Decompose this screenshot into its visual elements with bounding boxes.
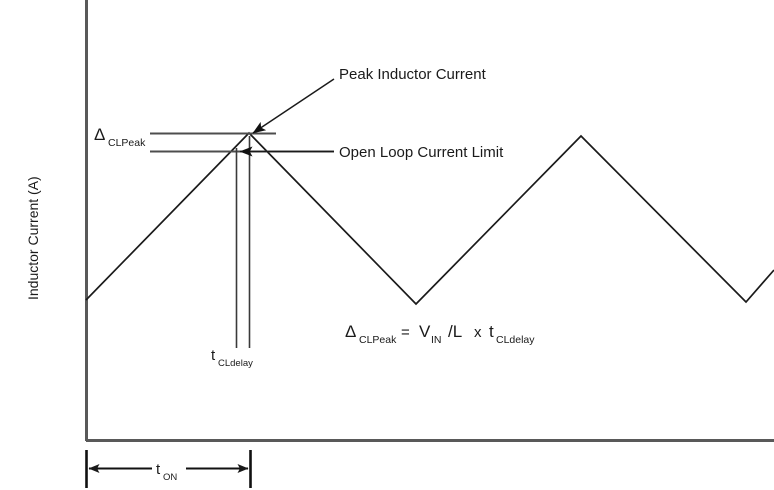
delta-clpeak-symbol: Δ (94, 125, 105, 144)
equation-over-l: /L (448, 322, 462, 341)
equation-times-sign: x (474, 324, 482, 341)
equation-delta-symbol: Δ (345, 322, 356, 341)
t-on-dimension: t ON (85, 450, 252, 488)
equation-equals-sign: = (401, 324, 410, 341)
t-on-symbol: t (156, 461, 161, 478)
plot-axes (85, 0, 774, 442)
delta-clpeak-label: Δ CLPeak (94, 125, 146, 149)
t-cldelay-symbol: t (211, 347, 216, 364)
open-loop-current-limit-label: Open Loop Current Limit (339, 144, 504, 161)
delta-clpeak-equation: Δ CLPeak = V IN /L x t CLdelay (345, 322, 535, 346)
t-cldelay-label: t CLdelay (211, 347, 253, 369)
t-cldelay-marker-lines (235, 136, 251, 348)
equation-tcldelay-subscript: CLdelay (496, 334, 535, 346)
y-axis-label: Inductor Current (A) (25, 176, 41, 300)
open-loop-current-limit-callout: Open Loop Current Limit (239, 144, 504, 161)
inductor-current-waveform (85, 131, 774, 306)
t-cldelay-subscript: CLdelay (218, 358, 253, 369)
delta-clpeak-subscript: CLPeak (108, 137, 146, 149)
equation-delta-subscript: CLPeak (359, 334, 397, 346)
peak-inductor-current-callout: Peak Inductor Current (252, 66, 487, 134)
equation-vin-subscript: IN (431, 334, 442, 346)
equation-vin-symbol: V (419, 322, 431, 341)
reference-level-lines (150, 132, 334, 153)
t-on-subscript: ON (163, 472, 177, 483)
peak-inductor-current-leader-line (252, 78, 335, 134)
peak-inductor-current-label: Peak Inductor Current (339, 66, 487, 83)
equation-tcldelay-symbol: t (489, 322, 494, 341)
